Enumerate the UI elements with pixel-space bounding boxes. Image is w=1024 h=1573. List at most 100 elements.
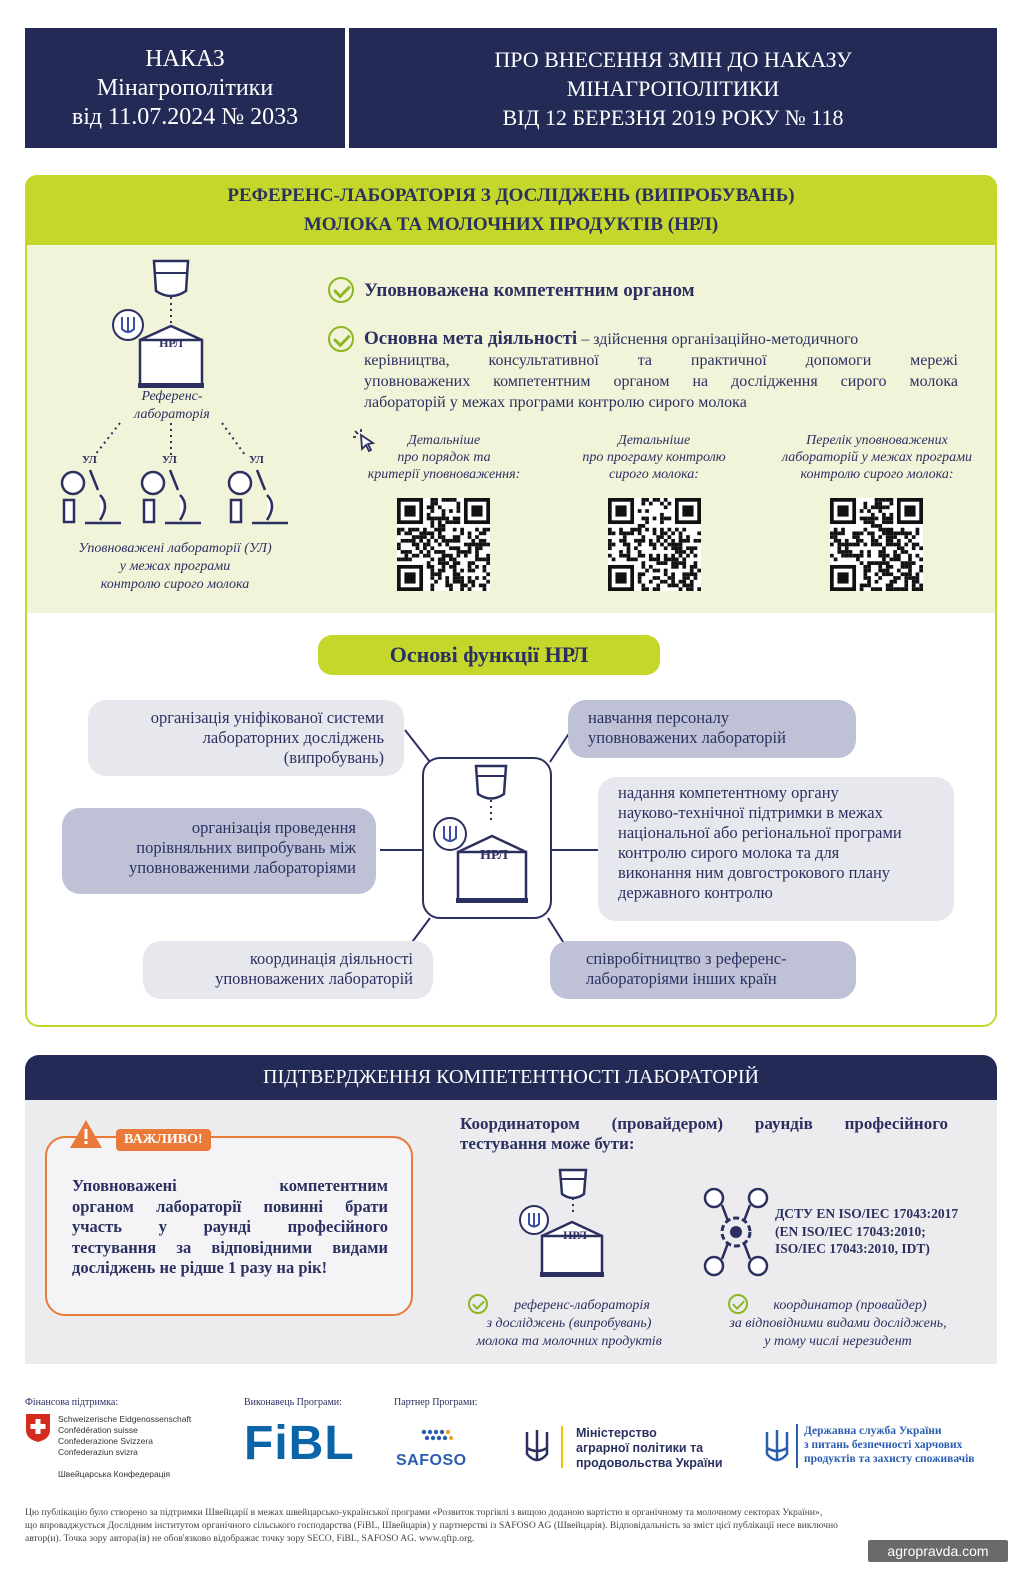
main-goal-line2: керівництва, консультативної та практичн… [364, 352, 958, 369]
qr-code-icon[interactable] [830, 498, 923, 591]
important-badge: ВАЖЛИВО! [116, 1129, 211, 1151]
main-goal-text: Основна мета діяльності – здійснення орг… [364, 328, 958, 413]
function-coordination: координація діяльності уповноважених лаб… [143, 941, 433, 999]
trident-emblem-icon [519, 1205, 549, 1235]
trident-emblem-icon [433, 817, 467, 851]
ministry-line: продовольства України [576, 1456, 723, 1470]
check-icon [328, 277, 354, 303]
function-line: уповноваженими лабораторіями [129, 858, 356, 877]
function-line: уповноважених лабораторій [215, 969, 413, 988]
function-line: контролю сирого молока та для [618, 843, 840, 862]
qr2-label-line2: про програму контролю [582, 450, 726, 465]
iso-line: ДСТУ EN ISO/IEC 17043:2017 [775, 1206, 959, 1221]
qr3-label-line1: Перелік уповноважених [806, 433, 948, 448]
milk-jug-icon [558, 1168, 588, 1200]
ministry-divider [561, 1426, 563, 1468]
ul-label: УЛ [162, 454, 177, 466]
watermark: agropravda.com [868, 1540, 1008, 1562]
disclaimer-line: Цю публікацію було створено за підтримки… [25, 1507, 823, 1518]
function-line: координація діяльності [249, 949, 413, 968]
important-line: органом лабораторії повинні брати [72, 1196, 388, 1216]
center-building-label: НРЛ [480, 848, 508, 863]
qr3-label-line3: контролю сирого молока: [800, 467, 954, 482]
provider-option-ref-lab: референс-лабораторія з досліджень (випро… [454, 1297, 684, 1351]
iso-standard: ДСТУ EN ISO/IEC 17043:2017 (EN ISO/IEC 1… [775, 1205, 975, 1258]
order-subject-line1: ПРО ВНЕСЕННЯ ЗМІН ДО НАКАЗУ [494, 46, 852, 72]
provider-building-label: НРЛ [563, 1228, 587, 1242]
qr1-label-line2: про порядок та [397, 450, 491, 465]
important-line: тестування за відповідними видами [72, 1237, 388, 1257]
qr-code-icon[interactable] [608, 498, 701, 591]
competence-section-title: ПІДТВЕРДЖЕННЯ КОМПЕТЕНТНОСТІ ЛАБОРАТОРІЙ [25, 1055, 997, 1100]
function-line: організація проведення [191, 818, 356, 837]
nrl-title-line1: РЕФЕРЕНС-ЛАБОРАТОРІЯ З ДОСЛІДЖЕНЬ (ВИПРО… [227, 185, 795, 206]
main-goal-heading: Основна мета діяльності [364, 328, 578, 349]
network-gear-icon [703, 1187, 769, 1277]
option-line: референс-лабораторія [514, 1298, 650, 1313]
warning-icon [70, 1120, 102, 1148]
order-subject-block: ПРО ВНЕСЕННЯ ЗМІН ДО НАКАЗУ МІНАГРОПОЛІТ… [349, 28, 997, 148]
qr2-label: Детальніше про програму контролю сирого … [565, 432, 743, 483]
iso-line: (EN ISO/IEC 17043:2010; [775, 1223, 926, 1239]
coordinator-line2: тестування може бути: [460, 1134, 635, 1153]
function-international-cooperation: співробітництво з референс- лабораторіям… [550, 941, 856, 999]
qr1-label-line3: критерії уповноваження: [367, 467, 521, 482]
coordinator-line1: Координатором (провайдером) раундів проф… [460, 1114, 948, 1133]
swiss-line: Schweizerische Eidgenossenschaft [58, 1414, 192, 1424]
ministry-trident-icon [525, 1430, 549, 1462]
function-line: навчання персоналу [588, 708, 730, 727]
service-line: продуктів та захисту споживачів [804, 1453, 975, 1465]
milk-jug-icon [474, 764, 508, 800]
ul-label: УЛ [82, 454, 97, 466]
ul-caption: Уповноважені лабораторії (УЛ) у межах пр… [55, 540, 295, 594]
order-subject-line2: МІНАГРОПОЛІТИКИ [566, 75, 780, 101]
qr-code-icon[interactable] [397, 498, 490, 591]
main-goal-line3: уповноважених компетентним органом на до… [364, 373, 958, 390]
order-number-block: НАКАЗ Мінагрополітики від 11.07.2024 № 2… [25, 28, 345, 148]
safoso-dots-icon [421, 1429, 453, 1441]
function-line: лабораторних досліджень [202, 728, 384, 747]
option-line: за відповідними видами досліджень, [729, 1316, 947, 1331]
function-line: надання компетентному органу [618, 783, 839, 802]
nrl-title-line2: МОЛОКА ТА МОЛОЧНИХ ПРОДУКТІВ (НРЛ) [303, 214, 719, 235]
ul-caption-line3: контролю сирого молока [100, 577, 250, 592]
important-line: Уповноважені компетентним [72, 1176, 388, 1195]
lab-building-icon [540, 1220, 604, 1277]
ministry-line: аграрної політики та [576, 1441, 704, 1455]
cursor-click-icon [353, 429, 376, 453]
safoso-logo: SAFOSO [396, 1452, 467, 1469]
authorized-point: Уповноважена компетентним органом [364, 280, 695, 301]
swiss-line: Confédération suisse [58, 1425, 138, 1435]
lab-building-icon [456, 834, 528, 903]
function-line: організація уніфікованої системи [150, 708, 384, 727]
important-line: досліджень не рідше 1 разу на рік! [72, 1258, 328, 1277]
function-line: порівняльних випробувань між [136, 838, 356, 857]
provider-option-other: координатор (провайдер) за відповідними … [708, 1297, 968, 1351]
iso-line: ISO/IEC 17043:2010, IDT) [775, 1241, 930, 1256]
food-safety-service-name: Державна служба України з питань безпечн… [804, 1424, 975, 1466]
function-line: співробітництво з референс- [586, 949, 787, 968]
qr2-label-line1: Детальніше [617, 433, 691, 448]
qr1-label: Детальніше про порядок та критерії уповн… [358, 432, 530, 483]
finance-label: Фінансова підтримка: [25, 1397, 119, 1408]
function-line: державного контролю [618, 883, 773, 902]
important-text: Уповноважені компетентним органом лабора… [72, 1176, 388, 1279]
option-line: з досліджень (випробувань) [486, 1316, 652, 1331]
disclaimer: Цю публікацію було створено за підтримки… [25, 1506, 1005, 1545]
swiss-confederation-ua: Швейцарська Конфедерація [58, 1469, 171, 1479]
lab-hierarchy-diagram [60, 259, 288, 525]
option-line: у тому числі нерезидент [764, 1334, 912, 1349]
nrl-provider-building [519, 1168, 604, 1277]
ul-caption-line2: у межах програми [119, 559, 231, 574]
option-line: молока та молочних продуктів [476, 1334, 662, 1349]
main-goal-line1: здійснення організаційно-методичного [593, 331, 859, 348]
qr1-label-line1: Детальніше [407, 433, 481, 448]
check-icon [468, 1294, 488, 1314]
important-notice [45, 1136, 413, 1316]
swiss-line: Confederazione Svizzera [58, 1436, 153, 1446]
function-line: виконання ним довгострокового плану [618, 863, 891, 882]
partner-label: Партнер Програми: [394, 1397, 478, 1408]
microscope-icon [227, 469, 288, 525]
check-icon [328, 326, 354, 352]
nrl-center-building [433, 764, 528, 903]
